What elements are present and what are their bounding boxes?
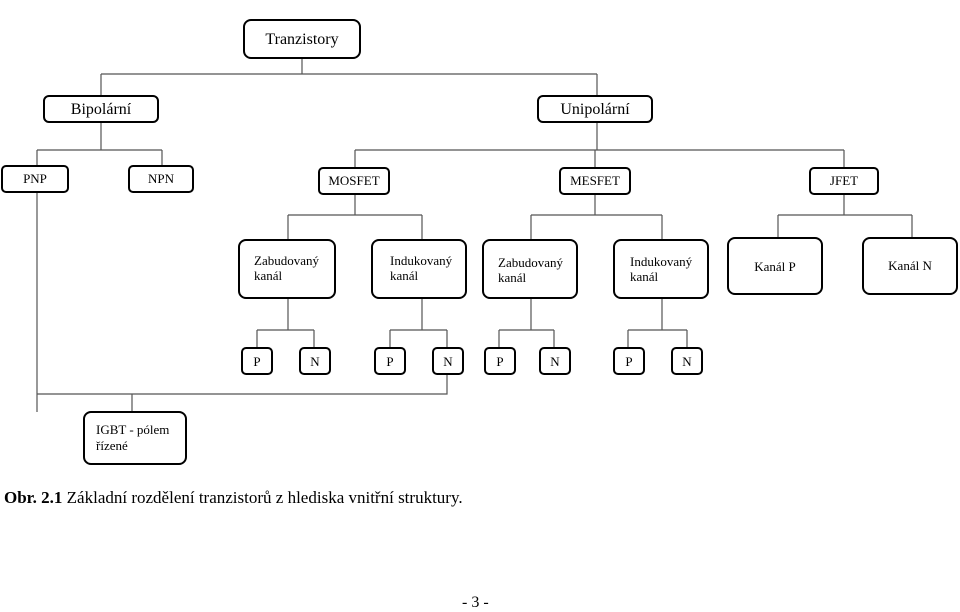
node-mosfet-label: MOSFET	[328, 173, 379, 188]
node-tranzistory-label: Tranzistory	[265, 31, 338, 48]
node-mosfet-built-in-p-label: P	[253, 354, 260, 369]
page-number: - 3 -	[462, 594, 489, 611]
node-mesfet-built-in-n-label: N	[550, 354, 560, 369]
node-mesfet-built-in-line1: Zabudovaný	[498, 255, 563, 270]
node-mesfet-induced-p: P	[613, 347, 645, 375]
node-mosfet-built-in-line1: Zabudovaný	[254, 253, 319, 268]
node-mesfet-induced-p-label: P	[625, 354, 632, 369]
transistor-classification-diagram: Tranzistory Bipolární Unipolární PNP NPN…	[1, 19, 958, 465]
node-tranzistory: Tranzistory	[243, 19, 361, 59]
node-mosfet-induced-n: N	[432, 347, 464, 375]
node-channel-p: Kanál P	[727, 237, 823, 295]
node-mosfet-induced-line1: Indukovaný	[390, 253, 453, 268]
node-mesfet-built-in-p-label: P	[496, 354, 503, 369]
node-mosfet-built-in-p: P	[241, 347, 273, 375]
node-mosfet-built-in-n: N	[299, 347, 331, 375]
node-mesfet-label: MESFET	[570, 173, 620, 188]
node-igbt-line2: řízené	[96, 438, 128, 453]
node-mosfet-induced-channel: Indukovaný kanál	[371, 239, 467, 299]
node-pnp-label: PNP	[23, 171, 47, 186]
node-mesfet-induced-n: N	[671, 347, 703, 375]
node-mosfet-built-in-line2: kanál	[254, 268, 283, 283]
node-mesfet-built-in-line2: kanál	[498, 270, 527, 285]
node-unipolarni-label: Unipolární	[560, 101, 630, 118]
node-mosfet: MOSFET	[318, 167, 390, 195]
node-mesfet-built-in-n: N	[539, 347, 571, 375]
connector-lines	[36, 58, 913, 412]
figure-caption: Obr. 2.1 Základní rozdělení tranzistorů …	[4, 488, 463, 508]
node-mesfet-induced-line1: Indukovaný	[630, 254, 693, 269]
node-mosfet-built-in-n-label: N	[310, 354, 320, 369]
node-npn-label: NPN	[148, 171, 175, 186]
node-bipolarni: Bipolární	[43, 95, 159, 123]
node-igbt-line1: IGBT - pólem	[96, 422, 169, 437]
node-jfet: JFET	[809, 167, 879, 195]
figure-caption-text: Základní rozdělení tranzistorů z hledisk…	[62, 488, 463, 507]
node-bipolarni-label: Bipolární	[71, 101, 132, 118]
node-channel-p-label: Kanál P	[754, 259, 796, 274]
node-mesfet-induced-n-label: N	[682, 354, 692, 369]
node-channel-n: Kanál N	[862, 237, 958, 295]
node-unipolarni: Unipolární	[537, 95, 653, 123]
figure-label: Obr. 2.1	[4, 488, 63, 507]
node-mesfet-induced-line2: kanál	[630, 269, 659, 284]
node-mesfet-built-in-p: P	[484, 347, 516, 375]
node-npn: NPN	[128, 165, 194, 193]
node-jfet-label: JFET	[830, 173, 858, 188]
node-pnp: PNP	[1, 165, 69, 193]
node-mesfet-built-in-channel: Zabudovaný kanál	[482, 239, 578, 299]
node-mosfet-induced-p: P	[374, 347, 406, 375]
node-mosfet-induced-line2: kanál	[390, 268, 419, 283]
node-channel-n-label: Kanál N	[888, 258, 932, 273]
node-mesfet: MESFET	[559, 167, 631, 195]
node-mosfet-built-in-channel: Zabudovaný kanál	[238, 239, 336, 299]
node-mosfet-induced-p-label: P	[386, 354, 393, 369]
node-igbt: IGBT - pólem řízené	[83, 411, 187, 465]
node-mesfet-induced-channel: Indukovaný kanál	[613, 239, 709, 299]
node-mosfet-induced-n-label: N	[443, 354, 453, 369]
